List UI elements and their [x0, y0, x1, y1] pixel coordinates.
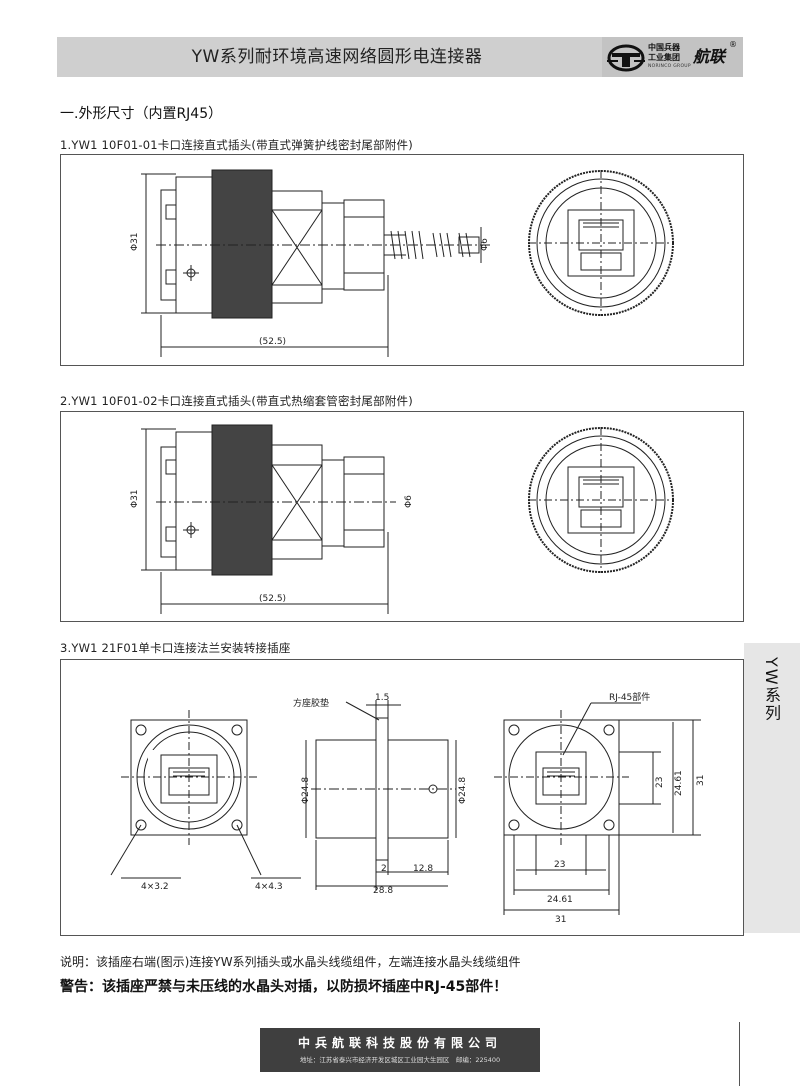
footer-company: 中兵航联科技股份有限公司: [297, 1036, 502, 1050]
document-title: YW系列耐环境高速网络圆形电连接器: [191, 47, 483, 67]
dim-diameter-2: Φ31: [130, 489, 140, 508]
note-text: 说明：该插座右端(图示)连接YW系列插头或水晶头线缆组件，左端连接水晶头线缆组件: [60, 955, 521, 969]
logo-english: NORINCO GROUP: [648, 64, 691, 69]
dim-24-8-right: Φ24.8: [458, 777, 468, 804]
plug-drawing-1: Φ31 (52.5) Φ6: [130, 169, 674, 357]
footer-address: 地址：江苏省泰兴市经济开发区城区工业园大生园区 邮编：225400: [299, 1056, 501, 1064]
company-logo: 中国兵器工业集团 NORINCO GROUP 航联 ®: [602, 37, 743, 77]
drawing-panel-3: 方座胶垫 1.5 RJ-45部件 Φ24.8 Φ24.8 2 12.8 28.8…: [60, 659, 744, 936]
item-caption-1: 1.YW1 10F01-01卡口连接直式插头(带直式弹簧护线密封尾部附件): [60, 138, 413, 152]
dim-12-8: 12.8: [413, 864, 433, 874]
dim-small-diameter-2: Φ6: [404, 495, 414, 508]
dim-2: 2: [381, 864, 387, 874]
logo-text: 中国兵器工业集团: [648, 43, 680, 62]
dim-1-5: 1.5: [375, 693, 389, 703]
item-caption-3: 3.YW1 21F01单卡口连接法兰安装转接插座: [60, 641, 291, 655]
side-tab-label: YW系列: [762, 657, 781, 723]
item-caption-2: 2.YW1 10F01-02卡口连接直式插头(带直式热缩套管密封尾部附件): [60, 394, 413, 408]
dim-23-horizontal: 23: [554, 860, 565, 870]
plug-drawing-2: Φ31 (52.5) Φ6: [130, 424, 674, 614]
label-flange-gasket: 方座胶垫: [293, 697, 329, 709]
norinco-emblem-icon: [607, 44, 645, 72]
dim-length-1: (52.5): [259, 337, 286, 347]
dim-small-diameter-1: Φ6: [480, 238, 490, 251]
receptacle-drawing: 方座胶垫 1.5 RJ-45部件 Φ24.8 Φ24.8 2 12.8 28.8…: [110, 691, 706, 925]
dim-31-vertical: 31: [696, 775, 706, 786]
footer-divider: [739, 1022, 740, 1086]
label-rj45-part: RJ-45部件: [609, 691, 650, 703]
drawing-panel-1: Φ31 (52.5) Φ6: [60, 154, 744, 366]
dim-4x4-3: 4×4.3: [255, 882, 283, 892]
dim-length-2: (52.5): [259, 594, 286, 604]
page-footer: 中兵航联科技股份有限公司 地址：江苏省泰兴市经济开发区城区工业园大生园区 邮编：…: [260, 1028, 540, 1072]
dim-diameter-1: Φ31: [130, 232, 140, 251]
side-tab-series: YW系列: [744, 643, 800, 933]
dim-4x3-2: 4×3.2: [141, 882, 169, 892]
registered-mark: ®: [729, 40, 737, 49]
dim-28-8: 28.8: [373, 886, 393, 896]
drawing-panel-2: Φ31 (52.5) Φ6: [60, 411, 744, 622]
warning-text: 警告：该插座严禁与未压线的水晶头对插，以防损坏插座中RJ-45部件！: [60, 979, 508, 995]
dim-31-horizontal: 31: [555, 915, 566, 925]
page-header: YW系列耐环境高速网络圆形电连接器 中国兵器工业集团 NORINCO GROUP…: [57, 37, 743, 77]
dim-24-61-vertical: 24.61: [674, 770, 684, 796]
section-title: 一.外形尺寸（内置RJ45）: [60, 106, 223, 122]
logo-brand: 航联: [693, 47, 726, 66]
dim-23-vertical: 23: [655, 777, 665, 788]
dim-24-61-horizontal: 24.61: [547, 895, 573, 905]
dim-24-8-left: Φ24.8: [301, 777, 311, 804]
